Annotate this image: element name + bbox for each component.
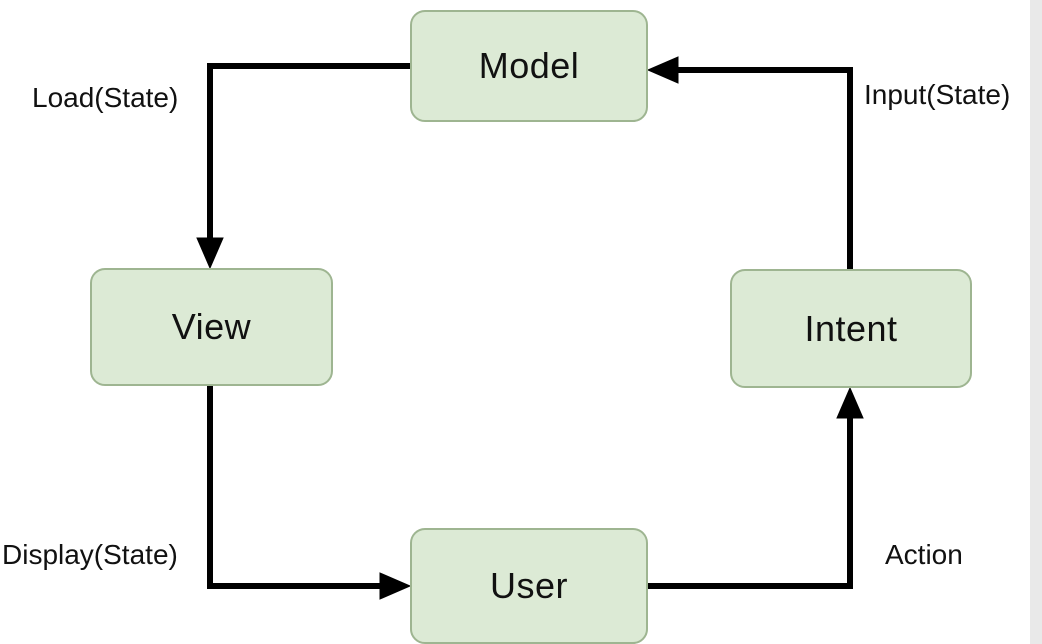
node-model-label: Model (478, 45, 580, 86)
node-model: Model (410, 10, 648, 122)
edge-label-input-state: Input(State) (864, 79, 1011, 110)
arrow-model-to-view (196, 63, 410, 270)
arrow-intent-to-model (646, 56, 853, 269)
arrow-view-to-user (207, 386, 412, 600)
node-intent: Intent (730, 269, 972, 388)
edge-label-display-state: Display(State) (2, 539, 178, 570)
edge-label-action: Action (885, 539, 963, 570)
edge-label-load-state: Load(State) (32, 82, 179, 113)
node-intent-label: Intent (804, 307, 898, 349)
screenshot-right-edge (1030, 0, 1042, 644)
arrow-user-to-intent (648, 386, 864, 589)
node-user: User (410, 528, 648, 644)
node-view-label: View (171, 306, 252, 347)
node-user-label: User (489, 565, 568, 606)
node-view: View (90, 268, 333, 386)
